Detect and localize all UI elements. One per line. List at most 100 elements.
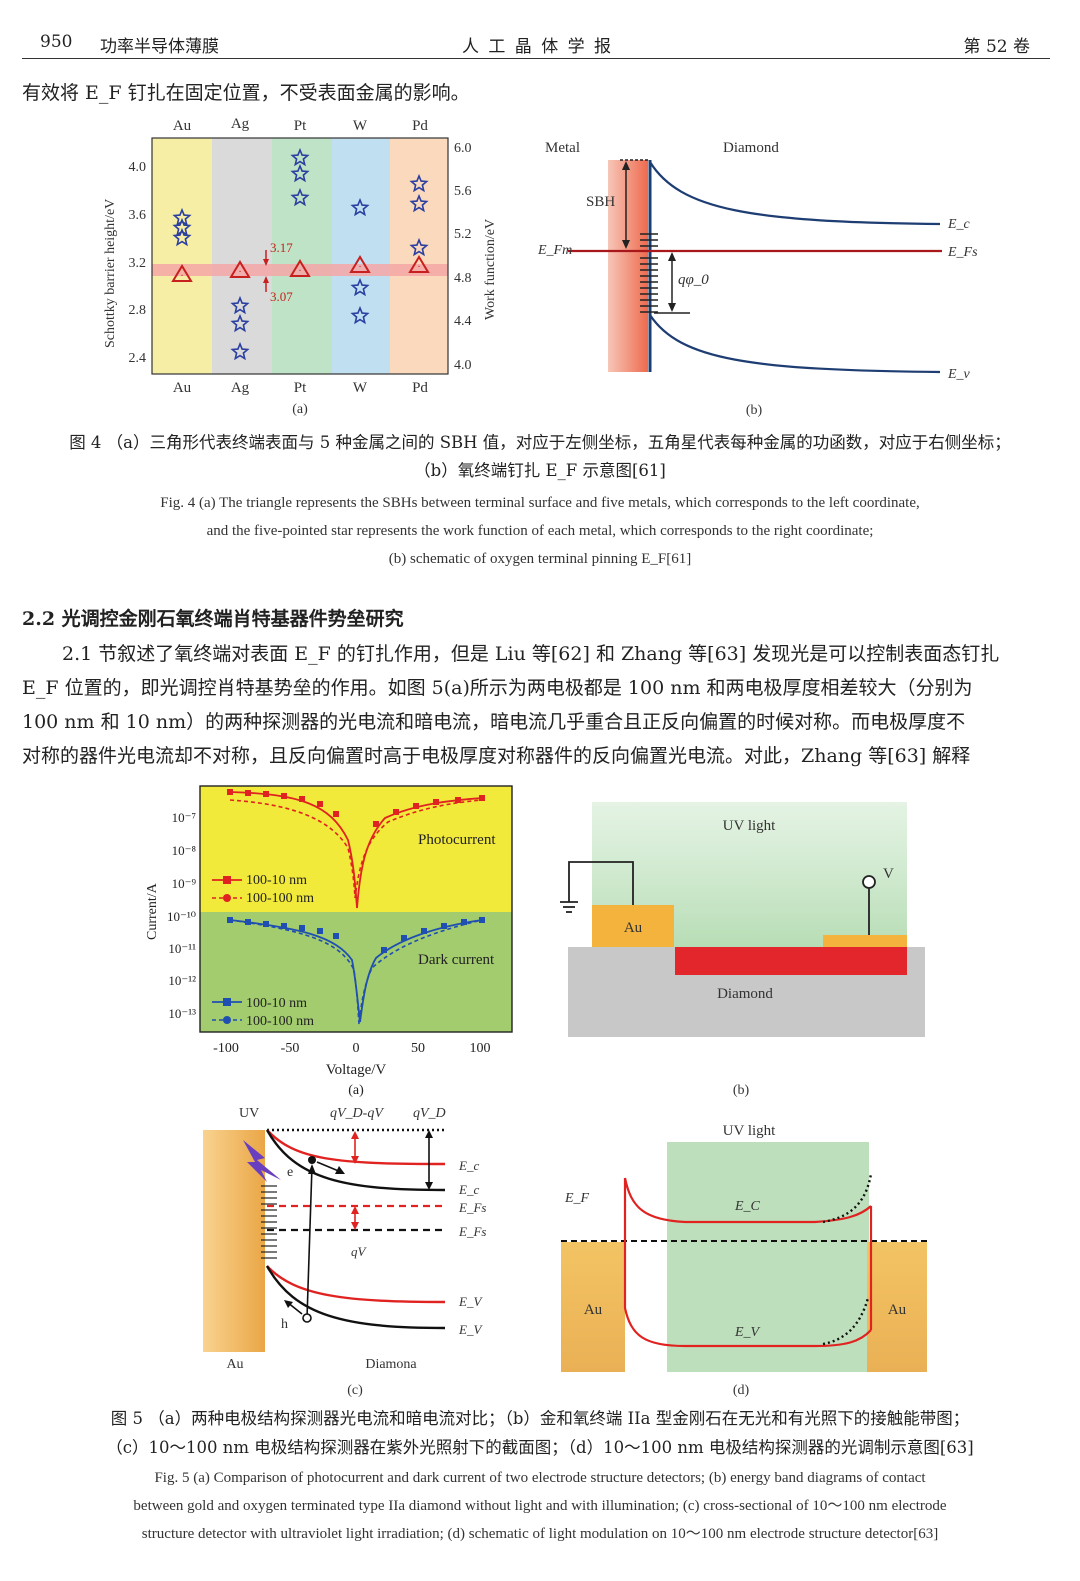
svg-text:0: 0: [353, 1041, 360, 1056]
para-line-3: 100 nm 和 10 nm）的两种探测器的光电流和暗电流，暗电流几乎重合且正反…: [22, 711, 966, 733]
svg-text:E_V: E_V: [458, 1322, 483, 1337]
fig5b-panel-label: (b): [733, 1083, 750, 1098]
label-ec-d: E_C: [734, 1199, 761, 1214]
work-function-star: [172, 227, 192, 247]
column-title: 功率半导体薄膜: [100, 37, 219, 57]
triangle-au: [171, 264, 193, 282]
svg-text:10⁻⁷: 10⁻⁷: [172, 810, 196, 825]
svg-text:4.8: 4.8: [454, 271, 472, 286]
label-top1: qV_D-qV: [330, 1106, 384, 1121]
metal-bot-pt: Pt: [294, 380, 307, 396]
fig4b-panel-label: (b): [746, 403, 763, 418]
au-right-d: [867, 1242, 927, 1372]
page-number: 950: [40, 32, 73, 52]
svg-text:·: ·: [358, 262, 361, 273]
fig5c-panel-label: (c): [347, 1383, 363, 1398]
para-line-1: 2.1 节叙述了氧终端对表面 E_F 的钉扎作用，但是 Liu 等[62] 和 …: [62, 643, 1000, 665]
svg-text:3.6: 3.6: [129, 208, 147, 223]
dark-marker: [263, 921, 269, 927]
fig4a-panel-label: (a): [292, 402, 308, 417]
svg-text:50: 50: [411, 1041, 425, 1056]
dark-marker: [401, 935, 407, 941]
svg-text:10⁻¹³: 10⁻¹³: [168, 1006, 196, 1021]
svg-text:E_Fs: E_Fs: [458, 1200, 486, 1215]
label-dark: Dark current: [418, 952, 495, 968]
label-uv-light-b: UV light: [723, 818, 776, 834]
label-photocurrent: Photocurrent: [418, 832, 496, 848]
dark-marker: [441, 923, 447, 929]
label-e: e: [287, 1165, 293, 1180]
label-ec: E_c: [947, 217, 971, 232]
metal-top-w: W: [353, 118, 368, 134]
metal-top-pd: Pd: [412, 118, 428, 134]
label-h: h: [281, 1317, 288, 1332]
work-function-star: [350, 305, 370, 325]
label-au-c: Au: [226, 1357, 243, 1372]
band-pt: [272, 138, 332, 374]
metal-bot-au: Au: [173, 380, 192, 396]
metal-block: [608, 160, 648, 372]
au-left-d: [561, 1242, 625, 1372]
work-function-star: [230, 341, 250, 361]
svg-text:100-100 nm: 100-100 nm: [246, 1014, 314, 1029]
label-ef-d: E_F: [564, 1191, 590, 1206]
band-ag: [212, 138, 272, 374]
au-right: [823, 935, 907, 947]
photo-marker: [413, 803, 419, 809]
fig5-caption-en-3: structure detector with ultraviolet ligh…: [141, 1526, 939, 1542]
annot-307: 3.07: [270, 289, 293, 304]
svg-text:6.0: 6.0: [454, 141, 472, 156]
photo-dash: [229, 799, 483, 899]
fig4-caption-en-2: and the five-pointed star represents the…: [206, 523, 874, 539]
fig4a-chart: Au Ag Pt W Pd Au Ag Pt W Pd 4.0 3.6 3.2 …: [103, 116, 498, 417]
label-ev: E_v: [947, 367, 971, 382]
fig5a-chart: 10⁻⁷ 10⁻⁸ 10⁻⁹ 10⁻¹⁰ 10⁻¹¹ 10⁻¹² 10⁻¹³ -…: [145, 785, 513, 1098]
fig4-caption-cn-1: 图 4 （a）三角形代表终端表面与 5 种金属之间的 SBH 值，对应于左侧坐标…: [69, 433, 1011, 452]
work-function-star: [350, 197, 370, 217]
work-function-star: [230, 295, 250, 315]
photo-solid: [229, 791, 483, 909]
dark-dash: [229, 919, 483, 1025]
para-line-2: E_F 位置的，即光调控肖特基势垒的作用。如图 5(a)所示为两电极都是 100…: [22, 677, 973, 699]
work-function-star: [230, 313, 250, 333]
work-function-star: [290, 163, 310, 183]
photo-marker: [333, 811, 339, 817]
label-ev-d: E_V: [734, 1325, 761, 1340]
fig5-caption-cn-2: （c）10～100 nm 电极结构探测器在紫外光照射下的截面图；（d）10～10…: [106, 1438, 974, 1457]
work-function-star: [409, 237, 429, 257]
au-left: [592, 905, 674, 947]
pinning-band: [152, 264, 448, 276]
svg-text:4.0: 4.0: [454, 358, 472, 373]
ev-curve: [649, 314, 941, 374]
svg-text:100-100 nm: 100-100 nm: [246, 891, 314, 906]
svg-text:100-10 nm: 100-10 nm: [246, 996, 307, 1011]
metal-bot-ag: Ag: [231, 380, 250, 396]
photo-marker: [281, 793, 287, 799]
photo-marker: [373, 821, 379, 827]
metal-top-au: Au: [173, 118, 192, 134]
photo-marker: [245, 790, 251, 796]
svg-text:10⁻⁹: 10⁻⁹: [172, 876, 197, 891]
svg-text:5.2: 5.2: [454, 227, 472, 242]
photo-marker: [433, 799, 439, 805]
work-function-star: [290, 147, 310, 167]
volume: 第 52 卷: [963, 37, 1030, 57]
svg-text:E_c: E_c: [458, 1182, 479, 1197]
label-v: V: [883, 866, 894, 882]
fig5a-ylabel: Current/A: [145, 882, 160, 940]
label-diamond-b: Diamond: [717, 986, 773, 1002]
fig5d-diagram: UV light E_F E_C E_V Au Au (d): [561, 1123, 927, 1398]
label-sbh: SBH: [586, 194, 615, 210]
fig5-caption-en-2: between gold and oxygen terminated type …: [133, 1498, 947, 1514]
fig5-caption-cn-1: 图 5 （a）两种电极结构探测器光电流和暗电流对比；（b）金和氧终端 IIa 型…: [110, 1409, 970, 1428]
band-au: [152, 138, 212, 374]
label-au-d-right: Au: [888, 1302, 907, 1318]
svg-text:·: ·: [417, 262, 420, 273]
svg-text:E_Fs: E_Fs: [458, 1224, 486, 1239]
photo-marker: [479, 795, 485, 801]
fig5b-diagram: UV light Au Diamond V (b): [560, 802, 925, 1098]
metal-bot-w: W: [353, 380, 368, 396]
metal-bot-pd: Pd: [412, 380, 428, 396]
journal-name: 人 工 晶 体 学 报: [462, 37, 614, 57]
label-au-d-left: Au: [584, 1302, 603, 1318]
